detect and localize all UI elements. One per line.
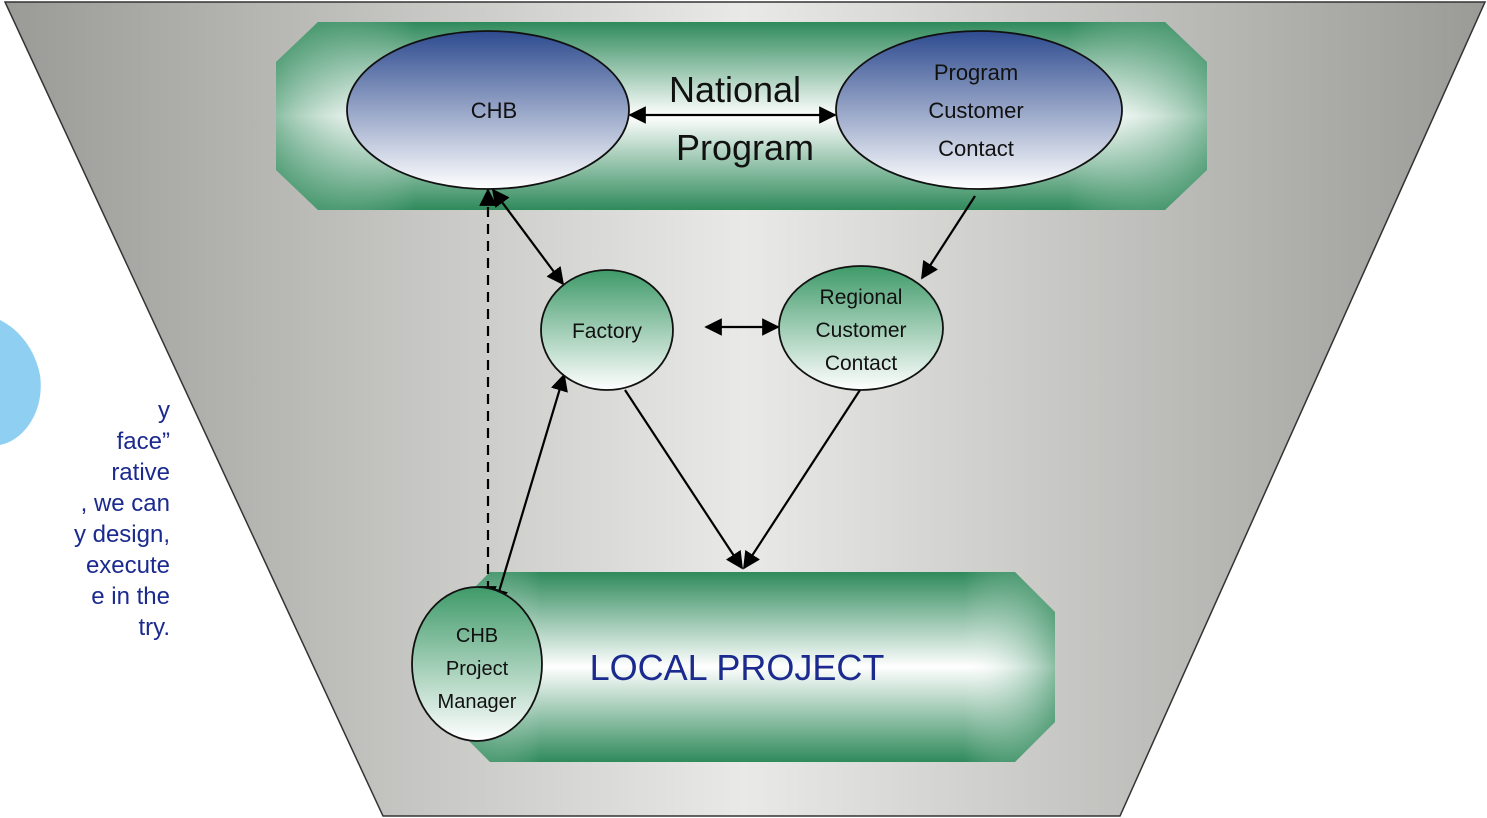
drop-decoration: [0, 320, 41, 445]
side-text-block: y face” rative , we can y design, execut…: [0, 395, 170, 643]
arrow-factory-local: [624, 389, 743, 570]
node-chb: CHB: [346, 30, 630, 190]
node-pm-line-1: CHB: [456, 625, 498, 647]
side-text-line: e in the: [91, 583, 170, 610]
side-text-line: rative: [111, 459, 170, 486]
node-regional-line-2: Customer: [815, 319, 906, 342]
national-program-title-line-1: National: [669, 69, 801, 110]
node-program-customer-contact: Program Customer Contact: [835, 30, 1123, 190]
node-program-line-3: Contact: [938, 136, 1014, 161]
arrow-program-regional: [921, 195, 976, 280]
node-program-line-2: Customer: [928, 98, 1023, 123]
node-factory: Factory: [540, 269, 674, 391]
local-project-title: LOCAL PROJECT: [590, 647, 885, 688]
side-text-line: face”: [116, 428, 170, 455]
node-pm-line-2: Project: [446, 658, 509, 680]
side-text-line: y: [158, 397, 170, 424]
node-factory-label: Factory: [572, 320, 643, 343]
node-chb-label: CHB: [471, 98, 517, 123]
node-program-line-1: Program: [934, 60, 1018, 85]
node-pm-line-3: Manager: [438, 691, 517, 713]
node-regional-line-1: Regional: [820, 286, 903, 309]
arrow-factory-pm: [491, 373, 568, 607]
national-program-title-line-2: Program: [676, 127, 814, 168]
side-text-line: try.: [138, 614, 170, 641]
arrow-chb-factory: [491, 188, 565, 286]
side-text-line: execute: [85, 552, 170, 579]
arrow-regional-local: [743, 389, 861, 570]
side-text-line: y design,: [73, 521, 170, 548]
node-chb-project-manager: CHB Project Manager: [411, 586, 543, 742]
node-regional-customer-contact: Regional Customer Contact: [778, 265, 944, 391]
side-text-line: , we can: [80, 490, 170, 517]
local-project-band: [450, 572, 1055, 762]
node-regional-line-3: Contact: [825, 352, 898, 375]
